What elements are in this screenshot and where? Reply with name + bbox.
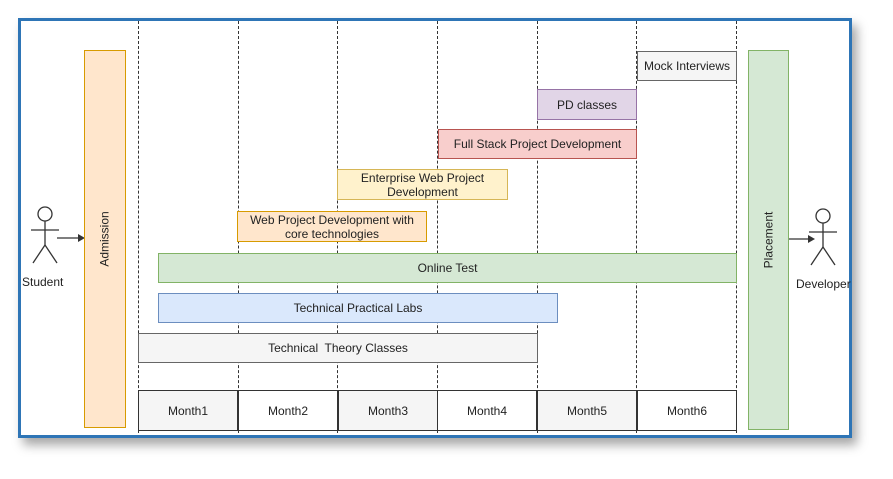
mock-interviews-task: Mock Interviews — [637, 51, 737, 81]
month-label: Month5 — [566, 403, 608, 418]
month-cell: Month6 — [637, 390, 737, 431]
month-divider — [736, 21, 737, 433]
practical-labs-label: Technical Practical Labs — [293, 301, 423, 315]
month-divider — [636, 21, 637, 433]
arrow-to-admission-icon — [57, 234, 85, 242]
web-project-task: Web Project Development with core techno… — [237, 211, 427, 242]
month-divider — [437, 21, 438, 433]
pd-classes-label: PD classes — [556, 97, 618, 112]
month-cell: Month1 — [138, 390, 238, 431]
month-label: Month6 — [666, 403, 708, 418]
placement-label: Placement — [761, 211, 776, 269]
enterprise-web-label-line2: Development — [387, 184, 458, 199]
arrow-to-developer-icon — [789, 235, 815, 243]
student-label: Student — [22, 275, 64, 289]
month-cell: Month3 — [338, 390, 438, 431]
student-actor-icon — [31, 206, 59, 264]
online-test-label: Online Test — [417, 261, 478, 275]
admission-label: Admission — [98, 211, 113, 267]
month-label: Month1 — [167, 403, 209, 418]
admission-stage: Admission — [84, 50, 126, 428]
month-divider — [537, 21, 538, 433]
web-project-label-line1: Web Project Development with — [250, 212, 414, 227]
month-label: Month3 — [367, 403, 409, 418]
enterprise-web-task: Enterprise Web Project Development — [337, 169, 508, 200]
developer-actor-icon — [809, 208, 837, 266]
developer-label: Developer — [796, 277, 851, 291]
online-test-task: Online Test — [158, 253, 737, 283]
full-stack-label: Full Stack Project Development — [453, 137, 622, 151]
month-divider — [138, 21, 139, 433]
enterprise-web-label-line1: Enterprise Web Project — [360, 170, 485, 185]
pd-classes-task: PD classes — [537, 89, 637, 120]
placement-stage: Placement — [748, 50, 789, 430]
web-project-label-line2: core technologies — [284, 226, 380, 241]
month-cell: Month4 — [437, 390, 537, 431]
month-cell: Month2 — [238, 390, 338, 431]
month-label: Month2 — [267, 403, 309, 418]
practical-labs-task: Technical Practical Labs — [158, 293, 558, 323]
month-cell: Month5 — [537, 390, 637, 431]
month-label: Month4 — [466, 403, 508, 418]
full-stack-task: Full Stack Project Development — [438, 129, 637, 159]
diagram-frame: Student Admission Mock Interviews PD cla… — [18, 18, 852, 438]
mock-interviews-label: Mock Interviews — [643, 59, 731, 73]
theory-classes-label: Technical Theory Classes — [268, 341, 408, 355]
theory-classes-task: Technical Theory Classes — [138, 333, 538, 363]
